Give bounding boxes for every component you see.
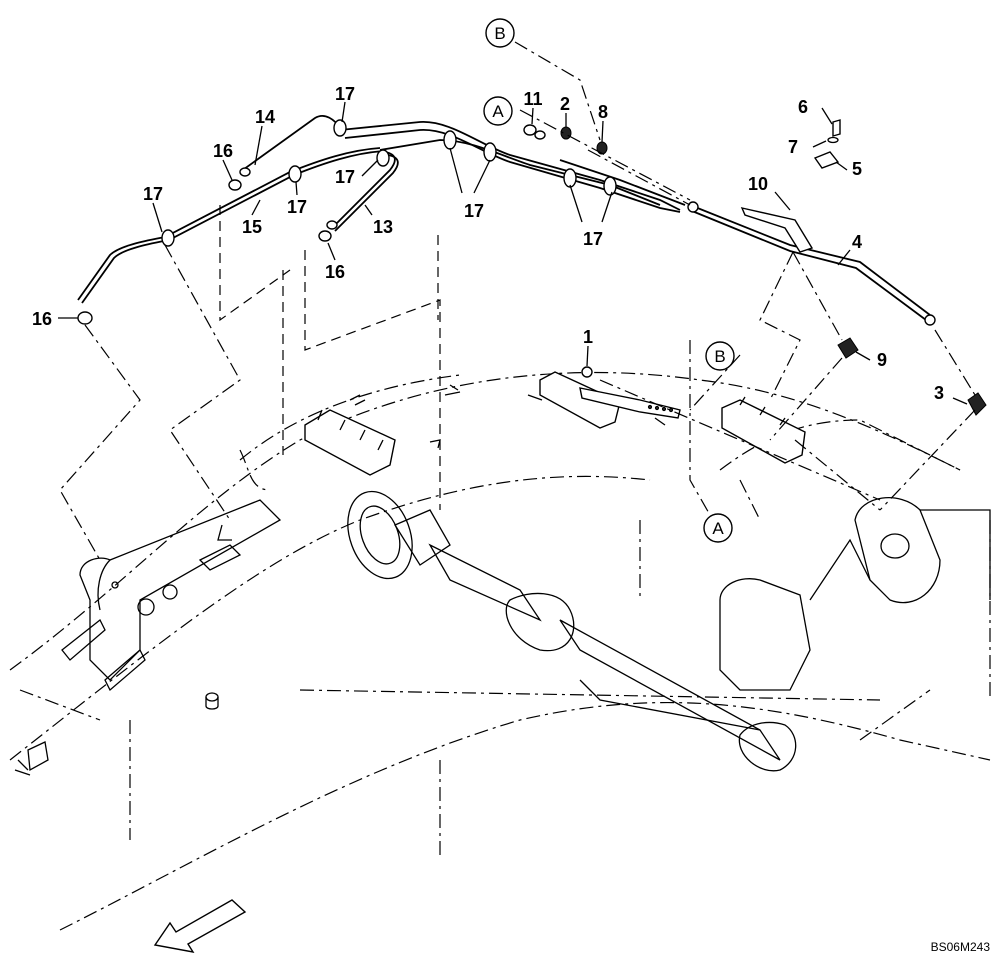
label-17-d: 17 — [143, 184, 163, 204]
label-14: 14 — [255, 107, 275, 127]
cylinder-pin-bracket — [719, 497, 991, 691]
label-2: 2 — [560, 94, 570, 114]
label-4: 4 — [852, 232, 862, 252]
label-10: 10 — [748, 174, 768, 194]
circle-ref-a-mid: A — [703, 513, 733, 543]
label-17-e: 17 — [464, 201, 484, 221]
label-16-c: 16 — [32, 309, 52, 329]
boom-foot-bracket — [61, 499, 282, 692]
bolt-mark-4 — [654, 417, 666, 426]
circle-ref-b-top: B — [485, 18, 515, 48]
label-8: 8 — [598, 102, 608, 122]
boom-cylinder — [347, 490, 797, 772]
circle-ref-a-top: A — [483, 96, 513, 126]
direction-arrow — [153, 899, 247, 953]
label-1: 1 — [583, 327, 593, 347]
fittings — [77, 119, 987, 416]
clamp-center — [539, 371, 681, 429]
bolt-lower-left — [14, 692, 219, 776]
label-leaders — [58, 101, 968, 405]
label-17-b: 17 — [335, 167, 355, 187]
figure-code: BS06M243 — [931, 940, 991, 954]
label-9: 9 — [877, 350, 887, 370]
ref-a-top-text: A — [492, 102, 504, 121]
pipe-4 — [689, 204, 931, 321]
label-16-b: 16 — [325, 262, 345, 282]
label-3: 3 — [934, 383, 944, 403]
label-17-a: 17 — [335, 84, 355, 104]
bolt-mark-2 — [527, 394, 543, 401]
ref-b-mid-text: B — [714, 347, 725, 366]
label-16-a: 16 — [213, 141, 233, 161]
circle-ref-b-mid: B — [705, 341, 735, 371]
ref-b-top-text: B — [494, 24, 505, 43]
bracket-10 — [740, 207, 814, 253]
label-5: 5 — [852, 159, 862, 179]
label-17-c: 17 — [287, 197, 307, 217]
label-7: 7 — [788, 137, 798, 157]
bolt-mark — [444, 384, 461, 396]
clamp-left — [304, 394, 396, 476]
label-6: 6 — [798, 97, 808, 117]
label-13: 13 — [373, 217, 393, 237]
clamp-right — [721, 396, 806, 464]
label-11: 11 — [523, 89, 542, 109]
boom-outline — [9, 371, 991, 931]
label-17-f: 17 — [583, 229, 603, 249]
part-number-labels: 17 14 16 17 17 17 15 13 16 16 17 17 11 2… — [32, 84, 944, 403]
pipe-clamps — [161, 119, 617, 247]
bolt-mark-3 — [429, 439, 441, 449]
leader-lines — [59, 41, 976, 561]
ref-a-mid-text: A — [712, 519, 724, 538]
label-15: 15 — [242, 217, 262, 237]
